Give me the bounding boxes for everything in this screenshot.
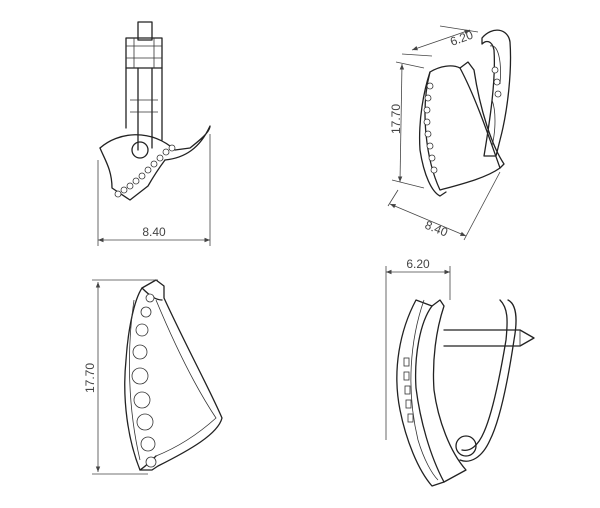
dim-side-height: 17.70 — [83, 363, 97, 393]
front-gem-row — [114, 144, 176, 198]
dim-iso-depth: 6.20 — [448, 28, 475, 49]
dim-profile-depth: 6.20 — [406, 257, 430, 271]
profile-view: 6.20 — [385, 257, 535, 487]
dim-iso-height: 17.70 — [389, 104, 403, 134]
profile-gem-row — [403, 357, 414, 423]
front-view: 8.40 — [97, 21, 211, 246]
side-view: 17.70 — [83, 279, 223, 475]
side-gem-row — [131, 293, 157, 468]
iso-gem-row — [423, 82, 438, 174]
dim-front-width: 8.40 — [142, 225, 166, 239]
dim-iso-width: 8.40 — [423, 218, 450, 240]
isometric-view: 6.20 17.70 8.40 — [387, 25, 512, 241]
